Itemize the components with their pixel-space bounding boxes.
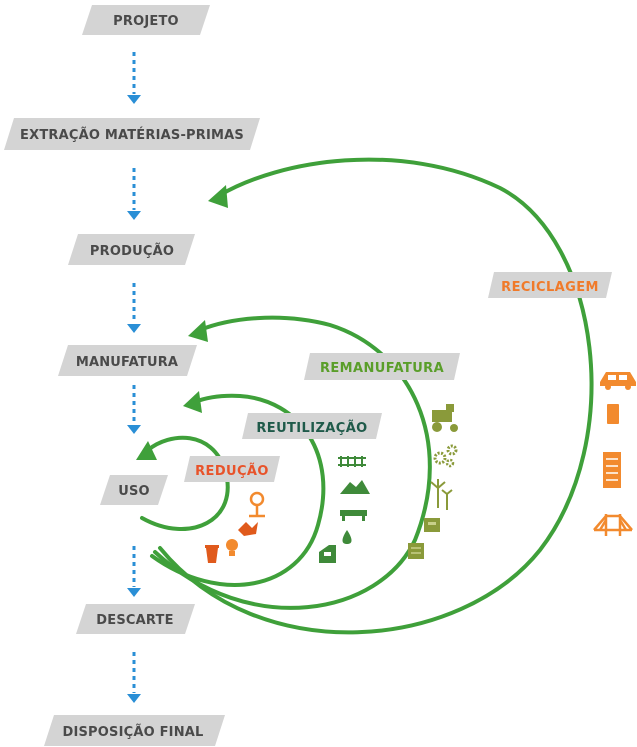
box-icon <box>424 518 440 532</box>
reutilizacao-icons <box>319 456 370 563</box>
flow-arrow <box>127 385 141 434</box>
flow-arrows <box>127 52 141 703</box>
stage-projeto: PROJETO <box>82 5 210 35</box>
reutilizacao-arrowhead <box>183 391 202 413</box>
loop-label-reutilizacao: REUTILIZAÇÃO <box>242 413 382 439</box>
flow-arrow <box>127 283 141 333</box>
reciclagem-arc <box>158 157 594 635</box>
rack-icon <box>338 456 366 467</box>
bulb-icon <box>226 539 238 556</box>
remanufatura-arc <box>153 315 432 610</box>
can-icon <box>607 404 619 424</box>
stage-producao: PRODUÇÃO <box>68 234 195 265</box>
stage-disposicao: DISPOSIÇÃO FINAL <box>44 715 225 746</box>
loop-label-remanufatura: REMANUFATURA <box>304 353 460 380</box>
flow-arrow <box>127 168 141 220</box>
stage-manufatura: MANUFATURA <box>58 345 197 376</box>
stage-label: DESCARTE <box>96 613 173 628</box>
car-icon <box>600 372 636 390</box>
stage-label: MANUFATURA <box>76 355 178 370</box>
reciclagem-icons <box>593 372 636 536</box>
pin-icon <box>249 491 265 518</box>
loop-label-reducao: REDUÇÃO <box>184 456 280 482</box>
remanufatura-arrowhead <box>188 320 208 342</box>
loop-label: RECICLAGEM <box>501 280 599 295</box>
stage-label: PRODUÇÃO <box>90 243 174 259</box>
stage-labels: PROJETO EXTRAÇÃO MATÉRIAS-PRIMAS PRODUÇÃ… <box>4 5 260 746</box>
loop-label: REDUÇÃO <box>195 463 269 479</box>
flow-arrow <box>127 546 141 597</box>
battery-icon <box>408 543 424 559</box>
flow-arrow <box>127 52 141 104</box>
stage-label: DISPOSIÇÃO FINAL <box>62 724 203 740</box>
car-door-icon <box>319 545 336 563</box>
wind-turbine-icon <box>430 479 453 510</box>
stage-extracao: EXTRAÇÃO MATÉRIAS-PRIMAS <box>4 118 260 150</box>
stage-label: EXTRAÇÃO MATÉRIAS-PRIMAS <box>20 127 244 143</box>
cup-icon <box>205 545 219 563</box>
stage-uso: USO <box>100 475 168 505</box>
tractor-icon <box>432 404 458 432</box>
stage-descarte: DESCARTE <box>76 604 195 634</box>
stage-label: PROJETO <box>113 14 179 29</box>
bench-icon <box>340 510 367 521</box>
remanufatura-icons <box>408 404 458 559</box>
mountain-icon <box>340 480 370 494</box>
building-icon <box>603 452 621 488</box>
reciclagem-arrowhead <box>208 185 228 208</box>
flow-arrow <box>127 652 141 703</box>
reutilizacao-arc <box>150 393 326 587</box>
bridge-icon <box>593 514 633 536</box>
loop-label: REMANUFATURA <box>320 361 444 376</box>
loop-arcs <box>136 157 594 635</box>
drop-icon <box>342 530 352 544</box>
loop-labels: REDUÇÃO REUTILIZAÇÃO REMANUFATURA RECICL… <box>184 272 612 482</box>
reducao-icons <box>205 491 265 563</box>
stage-label: USO <box>118 484 150 499</box>
reducao-arrowhead <box>136 441 157 460</box>
gears-icon <box>433 444 458 468</box>
leaf-icon <box>238 522 258 536</box>
loop-label-reciclagem: RECICLAGEM <box>488 272 612 298</box>
loop-label: REUTILIZAÇÃO <box>256 420 367 436</box>
